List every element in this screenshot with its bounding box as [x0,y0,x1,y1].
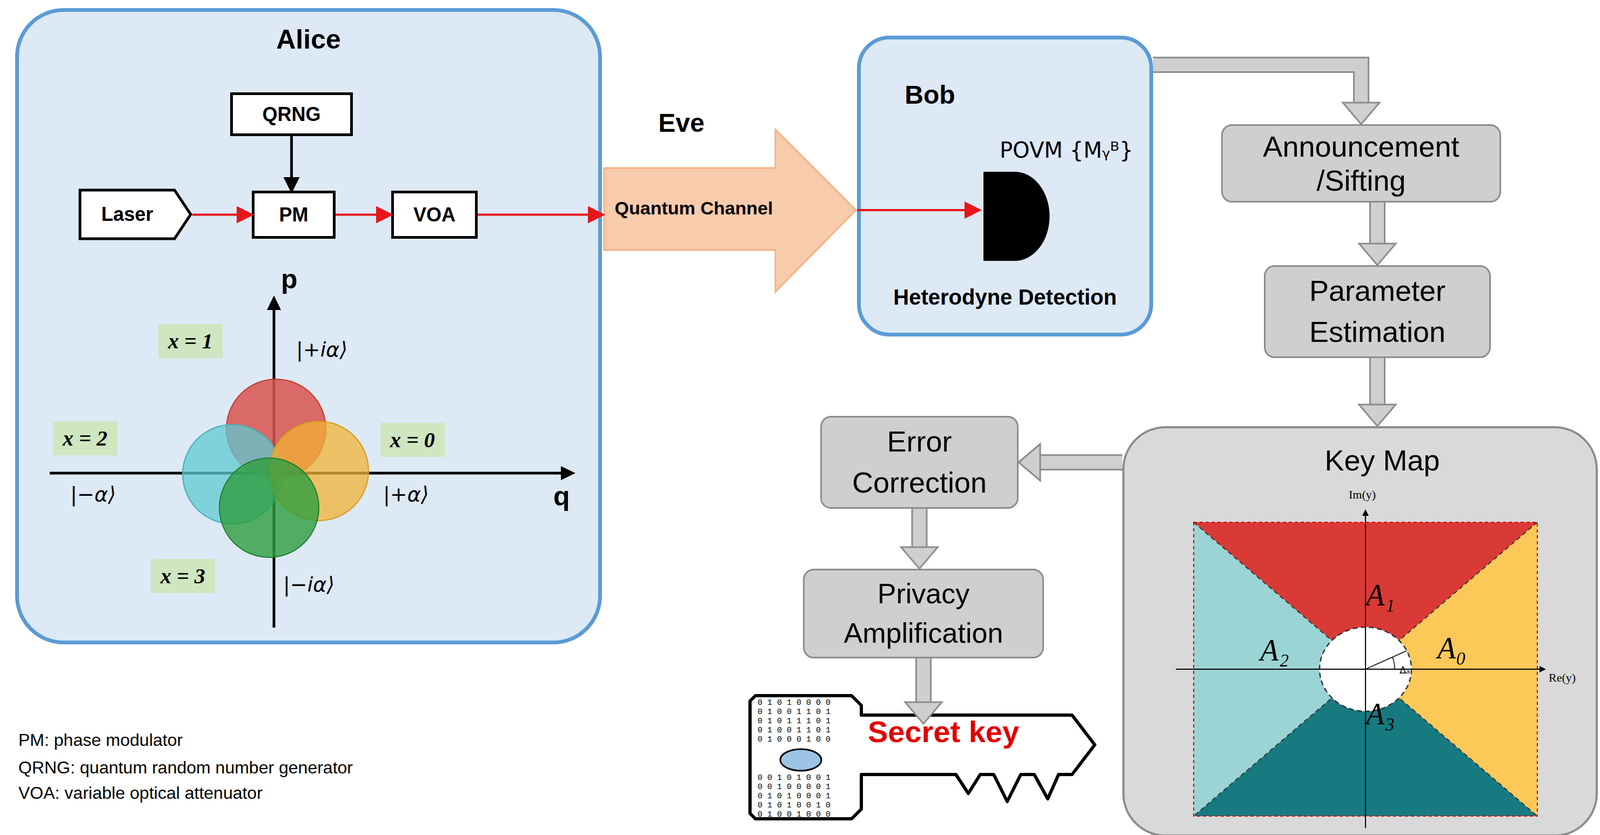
key-label: Secret key [862,714,1025,750]
binary-digits: 0 0 1 0 1 0 0 1 [757,773,831,783]
key-map-panel: Key Map [1122,426,1598,835]
arrowhead [1359,404,1396,427]
connector-outline [1040,454,1123,471]
symbol-tag: x = 0 [380,423,445,458]
connector [901,509,939,569]
binary-digits: 0 1 0 0 1 1 0 1 [757,707,831,718]
state-label: |+iα⟩ [296,337,348,362]
quantum-channel: EveQuantum Channel [603,108,858,293]
process-box: Privacy Amplification [802,568,1044,659]
box-label: Laser [101,203,153,226]
binary-digits: 0 1 0 1 1 1 0 1 [757,717,831,727]
connector-outline [1369,358,1386,405]
alice-panel: AliceQRNG Laser PM VOA [15,8,602,645]
binary-digits: 0 1 0 0 0 1 0 0 [757,735,831,745]
panel-title: Bob [870,79,990,110]
legend-note: VOA: variable optical attenuator [18,783,263,804]
box-label: Announcement /Sifting [1222,129,1500,197]
eve-label: Eve [646,108,717,138]
arrowhead [1018,444,1041,481]
binary-digits: 0 1 0 0 1 1 0 1 [757,726,831,736]
region-label: A₂ [1260,633,1290,668]
binary-digits: 0 1 0 1 0 0 1 0 [757,801,831,811]
connector-outline [915,658,932,703]
connector [1359,202,1396,266]
axis-label: Re(y) [1548,671,1576,686]
connector [1018,444,1123,481]
box-label: Privacy Amplification [804,574,1043,654]
axis-label: q [553,480,571,513]
connector-body [1370,202,1384,244]
arrowhead [901,547,939,569]
panel-title: Alice [18,23,599,56]
arrowhead [1342,102,1380,125]
connector [1359,358,1396,427]
axis-label: p [280,263,298,296]
state-label: |+α⟩ [383,482,430,507]
qrng-box: QRNG [230,92,353,137]
povm-label: POVM {Mᵧᴮ} [999,137,1134,163]
box-label: Parameter Estimation [1265,270,1490,353]
connector-outline [1153,64,1362,103]
connector-body [1040,456,1123,470]
region-label: A₃ [1366,697,1396,732]
region-label: A₀ [1437,631,1467,666]
panel-title: Key Map [1274,443,1491,478]
legend-note: PM: phase modulator [18,730,183,751]
box-label: PM [279,203,309,227]
box-label: VOA [413,203,456,227]
detector-caption: Heterodyne Detection [860,285,1150,310]
binary-digits: 0 1 0 0 1 0 0 0 [757,810,831,820]
channel-label: Quantum Channel [607,197,781,219]
binary-digits: 0 1 0 1 0 0 0 1 [757,792,831,802]
pm-box: PM [251,190,336,239]
state-label: |−α⟩ [70,482,117,507]
state-label: |−iα⟩ [283,572,335,597]
symbol-tag: x = 2 [52,421,118,456]
connector-outline [911,509,928,548]
connector-outline [1369,202,1386,244]
process-box: Announcement /Sifting [1221,124,1502,203]
binary-digits: 0 1 0 1 0 0 0 0 [757,698,831,708]
connector-body [1153,64,1362,103]
process-box: Parameter Estimation [1263,265,1491,359]
axis-label: Im(y) [1348,487,1376,502]
connector-body [913,509,927,548]
bob-panel: BobHeterodyne Detection [857,35,1154,337]
process-box: Error Correction [820,416,1019,510]
symbol-tag: x = 1 [158,324,223,359]
connector [1153,64,1380,125]
region-label: A₁ [1366,578,1396,613]
connector-body [1370,358,1384,405]
legend-note: QRNG: quantum random number generator [18,758,353,779]
arrowhead [1359,243,1396,266]
connector-body [916,658,930,703]
angle-label: Δₐ [1399,664,1410,676]
box-label: Error Correction [821,421,1017,504]
binary-digits: 0 0 1 0 0 0 0 1 [757,782,831,793]
laser-box: Laser [78,188,193,241]
voa-box: VOA [391,190,478,239]
box-label: QRNG [262,103,321,126]
symbol-tag: x = 3 [150,559,216,594]
